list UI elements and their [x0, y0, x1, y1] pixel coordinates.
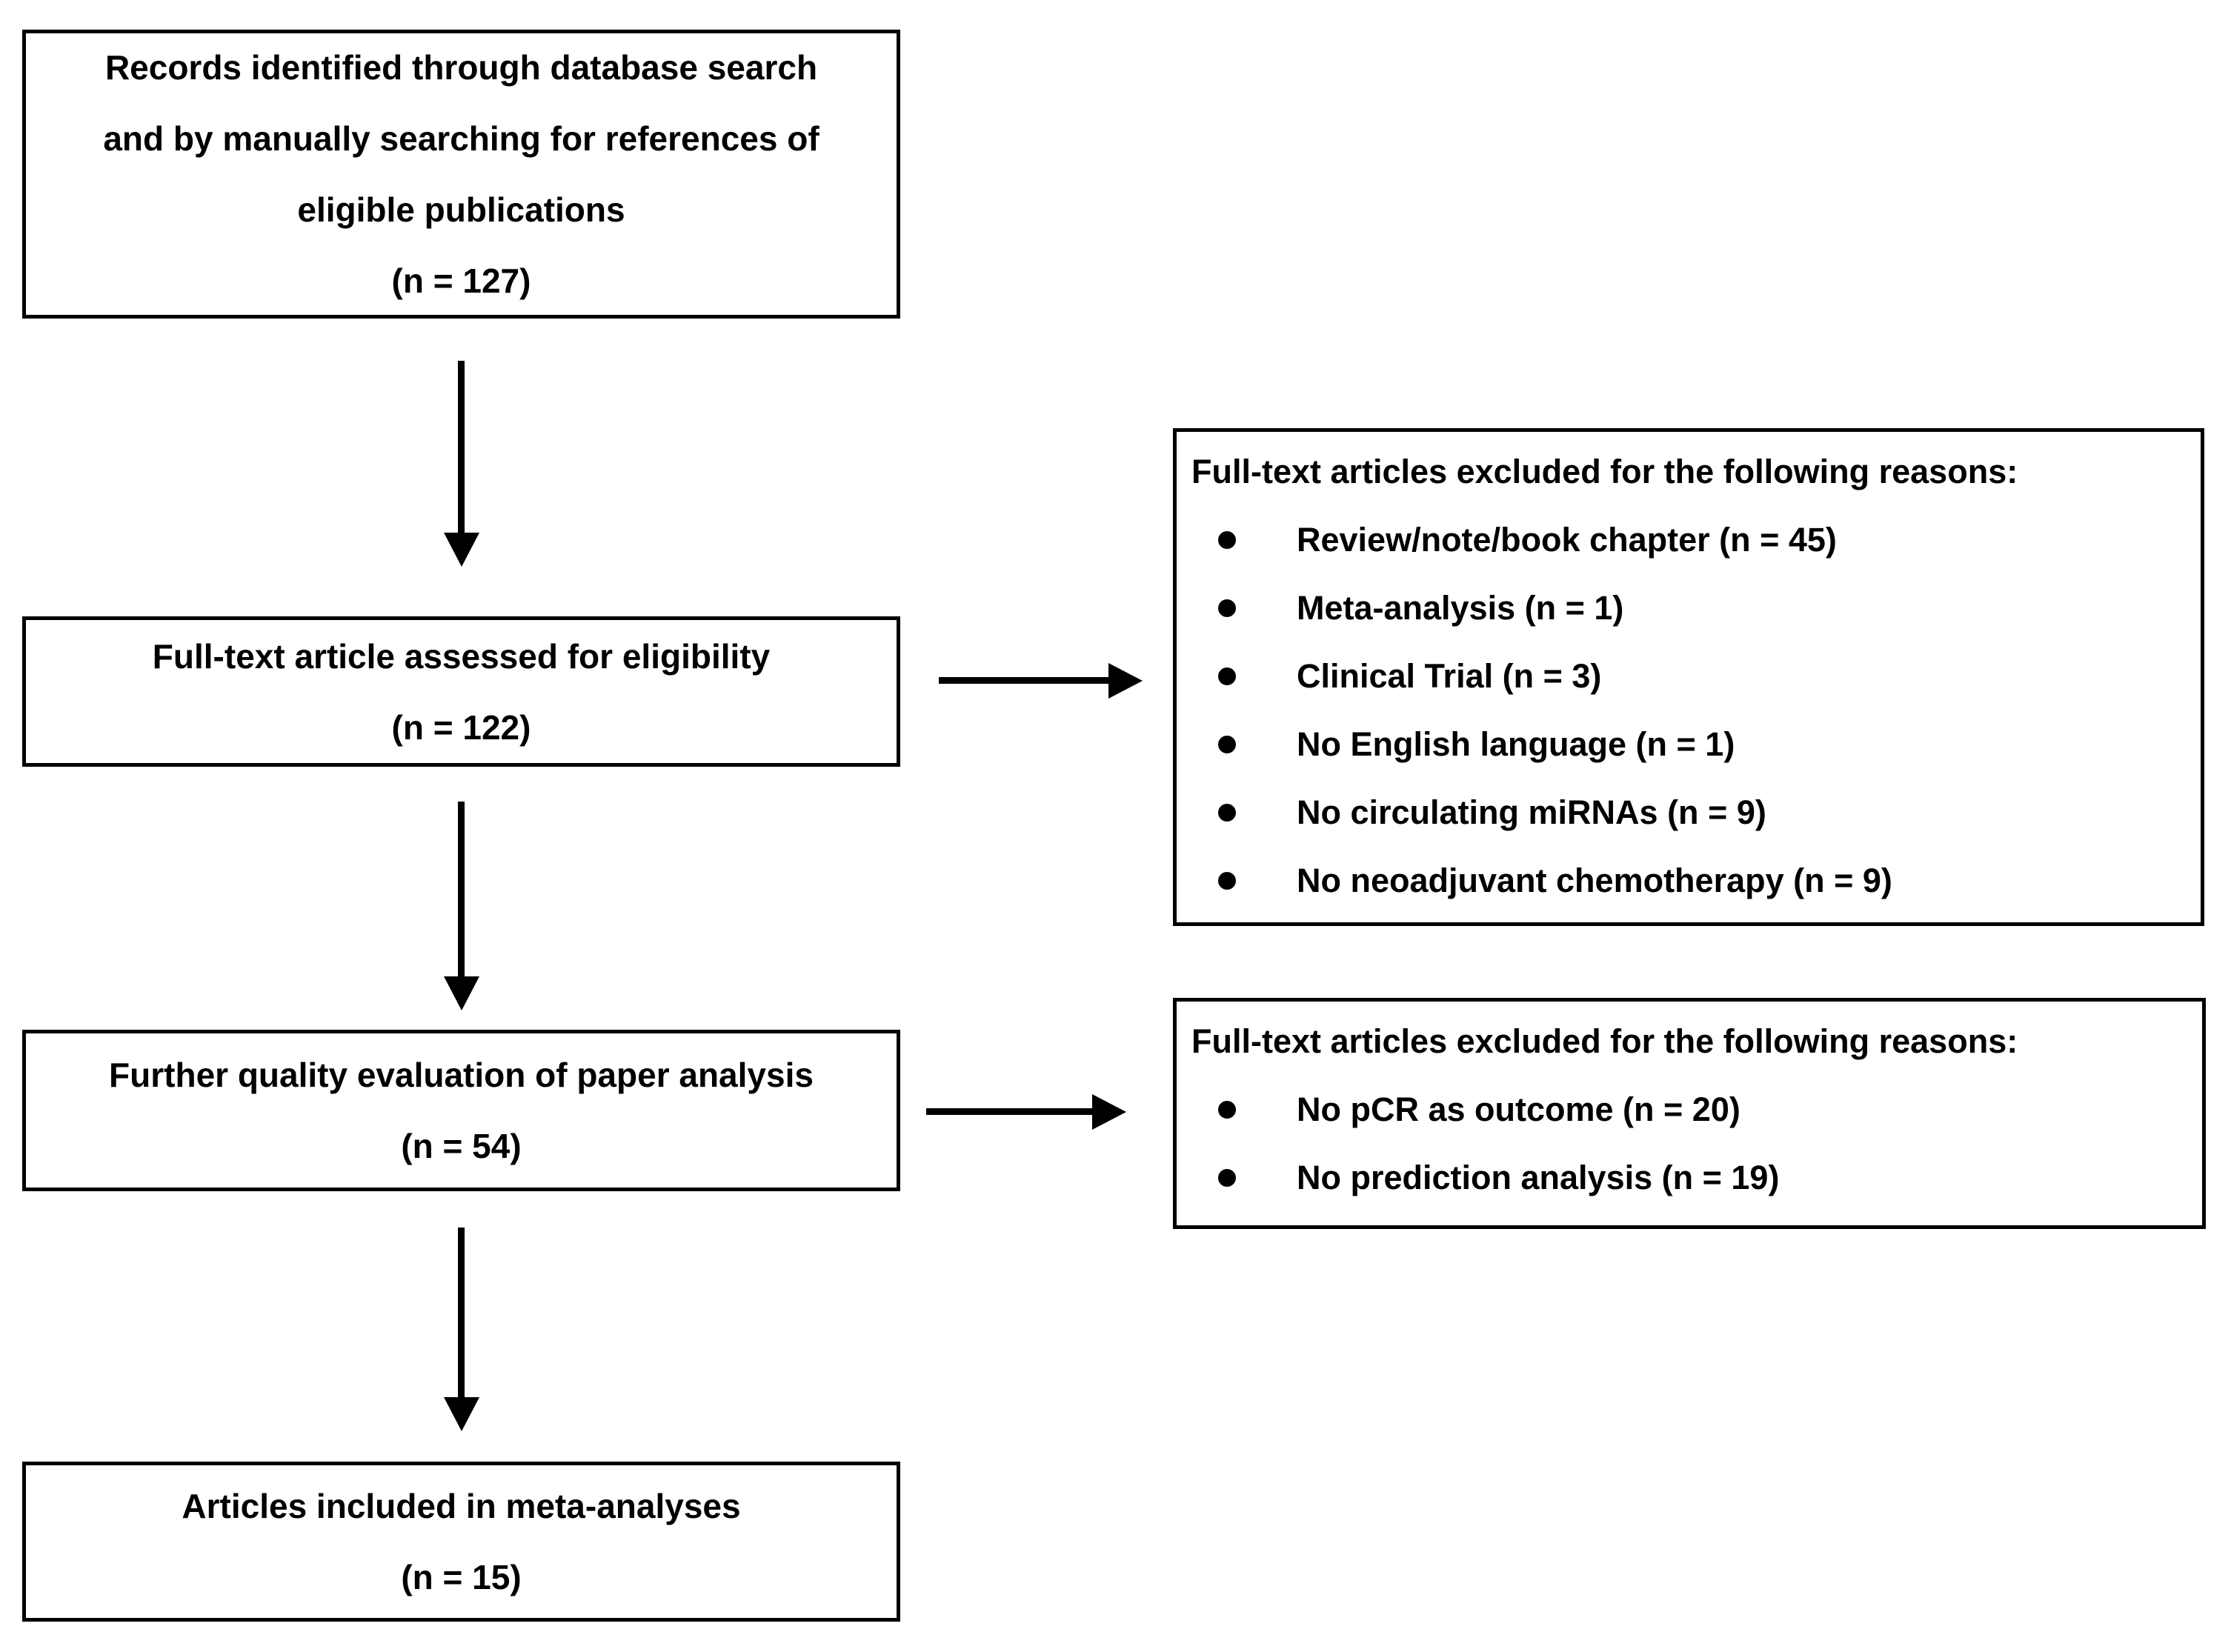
- bullet-icon: [1218, 667, 1236, 685]
- arrow-down-head: [444, 533, 479, 567]
- bullet-icon: [1218, 804, 1236, 822]
- box-excluded-eligibility: Full-text articles excluded for the foll…: [1173, 428, 2204, 926]
- bullet-icon: [1218, 736, 1236, 753]
- exclusion-item-text: No prediction analysis (n = 19): [1297, 1159, 1780, 1196]
- box-count: (n = 54): [401, 1127, 522, 1165]
- arrow-right-head: [1092, 1094, 1126, 1130]
- box-excluded-quality: Full-text articles excluded for the foll…: [1173, 998, 2206, 1229]
- arrow-right-head: [1108, 663, 1143, 699]
- box-text-line: Records identified through database sear…: [104, 48, 818, 87]
- bullet-icon: [1218, 599, 1236, 617]
- exclusion-title: Full-text articles excluded for the foll…: [1191, 1022, 2018, 1060]
- arrow-down-shaft: [458, 1228, 465, 1399]
- exclusion-item: No circulating miRNAs (n = 9): [1186, 779, 2192, 847]
- exclusion-item: Review/note/book chapter (n = 45): [1186, 506, 2192, 574]
- exclusion-title: Full-text articles excluded for the foll…: [1191, 453, 2018, 490]
- box-text-line: Further quality evaluation of paper anal…: [109, 1056, 814, 1094]
- bullet-icon: [1218, 531, 1236, 549]
- box-quality-evaluation: Further quality evaluation of paper anal…: [22, 1030, 900, 1191]
- box-count: (n = 127): [391, 262, 531, 300]
- box-fulltext-assessed: Full-text article assessed for eligibili…: [22, 616, 900, 767]
- arrow-down-head: [444, 1397, 479, 1431]
- box-text-line: and by manually searching for references…: [103, 119, 819, 158]
- arrow-down-shaft: [458, 802, 465, 979]
- bullet-icon: [1218, 1101, 1236, 1119]
- box-text-line: Articles included in meta-analyses: [182, 1487, 741, 1525]
- exclusion-item-text: Meta-analysis (n = 1): [1297, 589, 1624, 627]
- exclusion-item: Clinical Trial (n = 3): [1186, 642, 2192, 710]
- arrow-down-shaft: [458, 361, 465, 536]
- box-records-identified: Records identified through database sear…: [22, 30, 900, 319]
- box-text-line: Full-text article assessed for eligibili…: [152, 636, 771, 676]
- exclusion-item: No pCR as outcome (n = 20): [1186, 1076, 2193, 1144]
- exclusion-item: No English language (n = 1): [1186, 710, 2192, 779]
- box-count: (n = 15): [401, 1558, 522, 1596]
- exclusion-item-text: No English language (n = 1): [1297, 725, 1735, 763]
- box-text-line: eligible publications: [297, 190, 625, 229]
- arrow-right-shaft: [926, 1108, 1095, 1115]
- exclusion-item-text: Clinical Trial (n = 3): [1297, 657, 1602, 695]
- exclusion-item-text: No neoadjuvant chemotherapy (n = 9): [1297, 862, 1892, 899]
- box-count: (n = 122): [391, 707, 531, 747]
- exclusion-item: Meta-analysis (n = 1): [1186, 574, 2192, 642]
- box-articles-included: Articles included in meta-analyses (n = …: [22, 1462, 900, 1622]
- exclusion-item: No neoadjuvant chemotherapy (n = 9): [1186, 847, 2192, 915]
- exclusion-item-text: No circulating miRNAs (n = 9): [1297, 793, 1766, 831]
- bullet-icon: [1218, 1169, 1236, 1187]
- exclusion-item: No prediction analysis (n = 19): [1186, 1144, 2193, 1212]
- bullet-icon: [1218, 872, 1236, 890]
- arrow-down-head: [444, 976, 479, 1010]
- exclusion-item-text: No pCR as outcome (n = 20): [1297, 1090, 1740, 1128]
- arrow-right-shaft: [939, 677, 1111, 684]
- exclusion-item-text: Review/note/book chapter (n = 45): [1297, 521, 1837, 559]
